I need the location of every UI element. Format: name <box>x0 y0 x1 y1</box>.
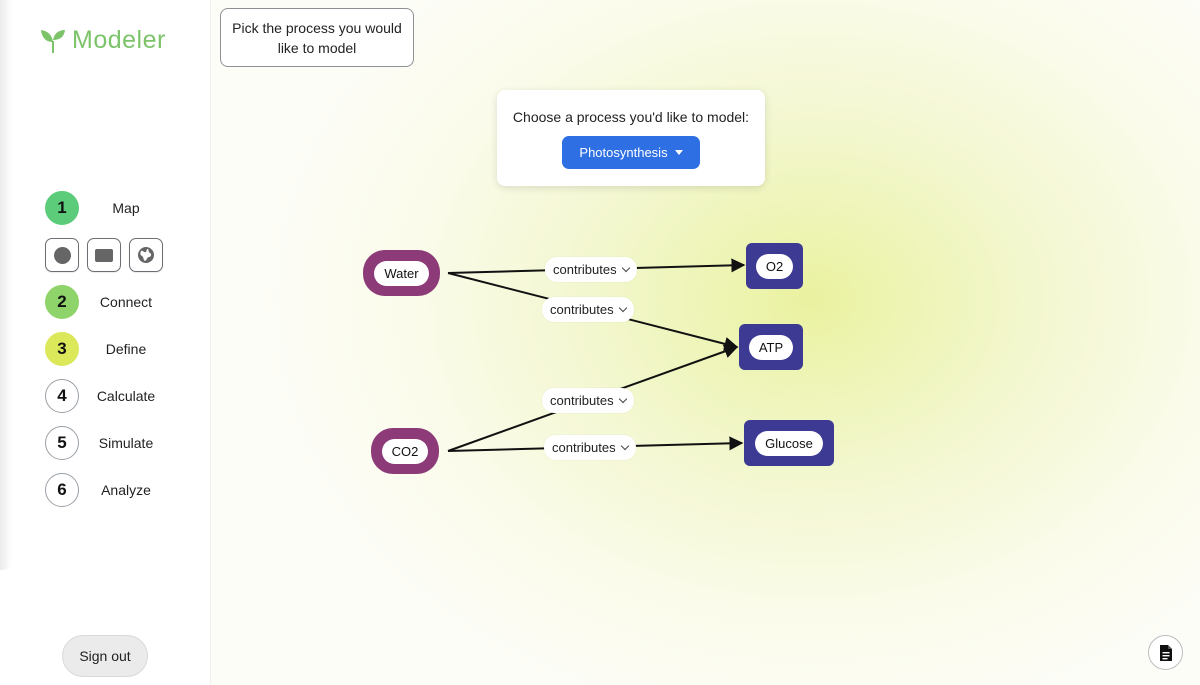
process-dropdown-button[interactable]: Photosynthesis <box>562 136 700 169</box>
process-dropdown-value: Photosynthesis <box>579 145 668 160</box>
chevron-down-icon <box>618 394 627 404</box>
circle-node-tool[interactable] <box>45 238 79 272</box>
step-number: 3 <box>45 332 79 366</box>
edge-relation: contributes <box>552 440 616 455</box>
step-label: Connect <box>99 294 153 310</box>
edge-label-water-atp[interactable]: contributes <box>542 297 634 322</box>
node-o2[interactable]: O2 <box>746 243 803 289</box>
edge-label-co2-atp[interactable]: contributes <box>542 388 634 413</box>
node-glucose[interactable]: Glucose <box>744 420 834 466</box>
rect-node-tool[interactable] <box>87 238 121 272</box>
rect-node-icon <box>95 248 113 262</box>
chevron-down-icon <box>618 303 627 313</box>
step-number: 6 <box>45 473 79 507</box>
step-analyze[interactable]: 6 Analyze <box>45 473 195 507</box>
node-label: Glucose <box>755 430 823 456</box>
instruction-box: Pick the process you would like to model <box>220 8 414 67</box>
sign-out-button[interactable]: Sign out <box>62 635 148 677</box>
node-label: Water <box>374 260 429 286</box>
step-map[interactable]: 1 Map <box>45 191 195 225</box>
document-icon <box>1159 644 1172 661</box>
node-label: ATP <box>748 334 794 360</box>
app-logo[interactable]: Modeler <box>40 26 166 55</box>
step-simulate[interactable]: 5 Simulate <box>45 426 195 460</box>
model-canvas[interactable]: Pick the process you would like to model… <box>211 0 1200 685</box>
chevron-down-icon <box>621 263 630 273</box>
globe-tool[interactable] <box>129 238 163 272</box>
step-label: Analyze <box>101 482 151 498</box>
step-label: Calculate <box>96 388 156 404</box>
step-label: Map <box>112 200 140 216</box>
caret-down-icon <box>674 150 683 155</box>
step-number: 4 <box>45 379 79 413</box>
step-calculate[interactable]: 4 Calculate <box>45 379 195 413</box>
sidebar: Modeler 1 Map 2 Connect 3 Define 4 Calcu… <box>0 0 211 685</box>
node-co2[interactable]: CO2 <box>371 428 439 474</box>
edge-label-water-o2[interactable]: contributes <box>545 257 637 282</box>
edge-relation: contributes <box>550 393 614 408</box>
node-atp[interactable]: ATP <box>739 324 803 370</box>
process-chooser-card: Choose a process you'd like to model: Ph… <box>497 90 765 186</box>
instruction-text: Pick the process you would like to model <box>232 19 402 56</box>
edge-relation: contributes <box>550 302 614 317</box>
step-number: 2 <box>45 285 79 319</box>
edge-label-co2-glucose[interactable]: contributes <box>544 435 636 460</box>
step-connect[interactable]: 2 Connect <box>45 285 195 319</box>
step-number: 5 <box>45 426 79 460</box>
step-number: 1 <box>45 191 79 225</box>
process-chooser-text: Choose a process you'd like to model: <box>512 109 750 125</box>
circle-node-icon <box>53 246 71 264</box>
globe-icon <box>138 247 154 263</box>
chevron-down-icon <box>620 441 629 451</box>
node-tools <box>45 238 163 272</box>
node-label: CO2 <box>381 438 429 464</box>
document-button[interactable] <box>1148 635 1183 670</box>
step-label: Define <box>105 341 147 357</box>
node-water[interactable]: Water <box>363 250 440 296</box>
step-label: Simulate <box>98 435 154 451</box>
edge-relation: contributes <box>553 262 617 277</box>
sprout-icon <box>41 29 65 53</box>
node-label: O2 <box>755 253 794 279</box>
step-define[interactable]: 3 Define <box>45 332 195 366</box>
app-name: Modeler <box>72 26 166 54</box>
